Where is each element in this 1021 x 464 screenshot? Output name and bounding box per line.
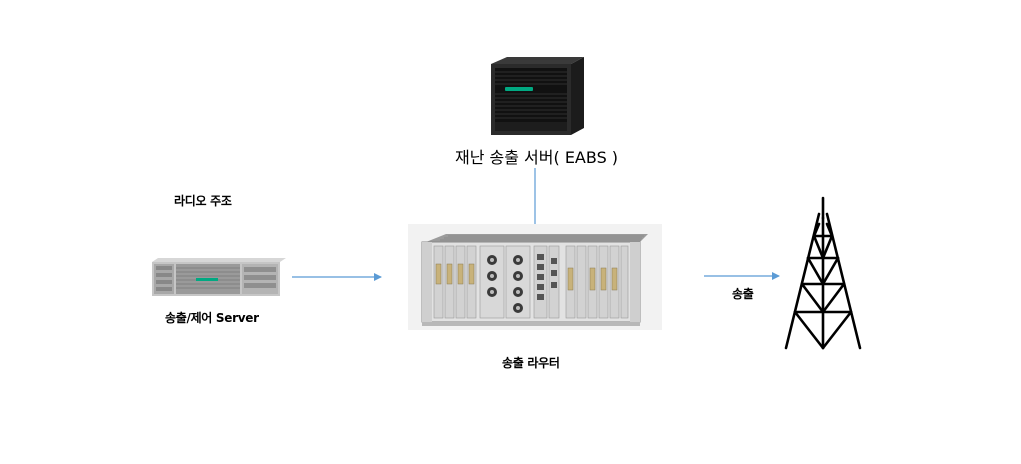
antenna-tower-icon (784, 196, 862, 350)
eabs-server-label: 재난 송출 서버( EABS ) (455, 148, 619, 167)
rack-server-icon (152, 258, 286, 296)
control-server-label: 송출/제어 Server (165, 311, 259, 325)
router-label: 송출 라우터 (502, 356, 560, 370)
router-chassis-icon (408, 224, 662, 330)
transmission-label: 송출 (732, 287, 754, 301)
tower-server-icon (491, 57, 584, 135)
radio-studio-label: 라디오 주조 (174, 194, 232, 208)
